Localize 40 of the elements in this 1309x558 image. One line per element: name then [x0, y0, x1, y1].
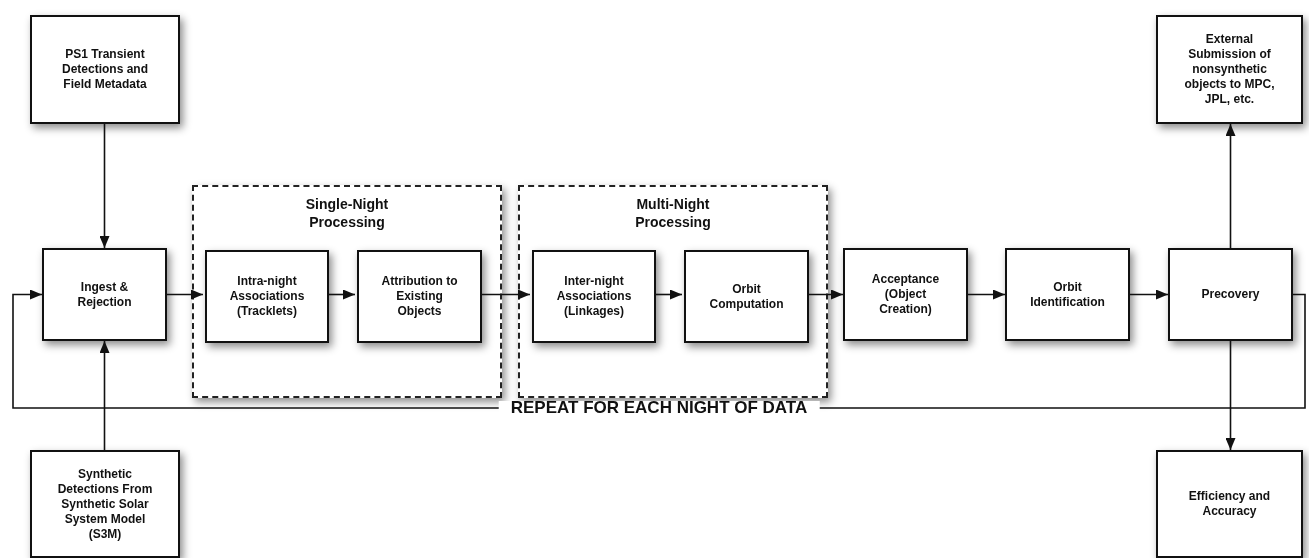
arrow: [1225, 123, 1236, 249]
box-label: Attribution to Existing Objects: [380, 274, 459, 319]
edge-label: REPEAT FOR EACH NIGHT OF DATA: [498, 401, 820, 415]
process-box: [205, 250, 329, 343]
arrow: [99, 340, 110, 451]
box-label: Synthetic Detections From Synthetic Solar System Model (S3M): [56, 466, 154, 542]
box-label: Inter-night Associations (Linkages): [555, 274, 633, 319]
arrow: [653, 289, 683, 300]
arrow: [1225, 340, 1236, 451]
box-label: PS1 Transient Detections and Field Metadata: [61, 47, 149, 92]
process-box: [1168, 248, 1293, 341]
box-label: Efficiency and Accuracy: [1187, 489, 1272, 519]
box-label: External Submission of nonsynthetic objects to MPC, JPL, etc.: [1183, 32, 1276, 107]
arrow: [1129, 289, 1169, 300]
group-title: Multi-Night Processing: [634, 195, 712, 231]
dashed-group-box: [518, 185, 828, 398]
arrow: [806, 289, 844, 300]
process-box: [1156, 450, 1303, 558]
group-title: Single-Night Processing: [304, 195, 390, 231]
arrow: [967, 289, 1006, 300]
process-box: [357, 250, 482, 343]
process-box: [30, 15, 180, 124]
process-box: [1005, 248, 1130, 341]
box-label: Ingest & Rejection: [76, 279, 133, 310]
process-box: [30, 450, 180, 558]
process-box: [532, 250, 656, 343]
process-box: [684, 250, 809, 343]
box-label: Precovery: [1201, 287, 1260, 302]
box-label: Orbit Identification: [1029, 279, 1106, 310]
process-box: [843, 248, 968, 341]
box-label: Orbit Computation: [708, 281, 785, 312]
box-label: Acceptance (Object Creation): [870, 272, 941, 317]
arrow: [99, 123, 110, 249]
arrow: [479, 289, 531, 300]
box-label: Intra-night Associations (Tracklets): [228, 274, 306, 319]
dashed-group-box: [192, 185, 502, 398]
arrow: [166, 289, 204, 300]
process-box: [42, 248, 167, 341]
arrow: [326, 289, 356, 300]
process-box: [1156, 15, 1303, 124]
